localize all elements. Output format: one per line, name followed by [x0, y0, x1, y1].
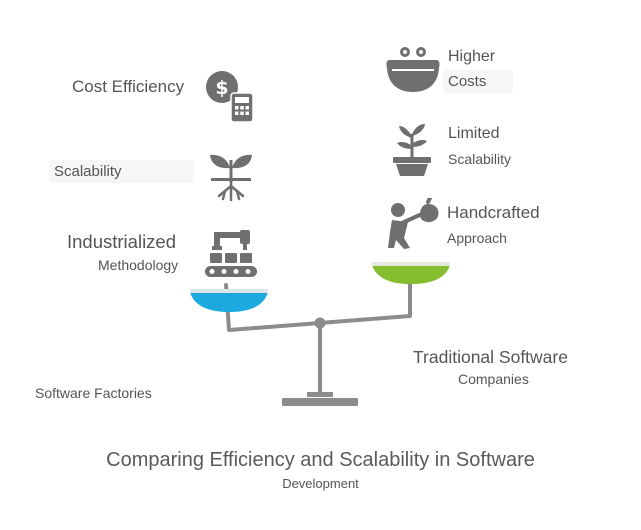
- benefit-methodology: Methodology: [98, 257, 179, 273]
- right-side-label-line1: Traditional Software: [413, 347, 568, 367]
- drawback-handcrafted: Handcrafted: [447, 203, 540, 222]
- left-side-label: Software Factories: [35, 385, 152, 401]
- left-pan: [190, 292, 268, 312]
- dollar-calculator-icon: $: [206, 71, 254, 123]
- drawback-costs: Costs: [443, 70, 513, 94]
- svg-text:$: $: [215, 77, 228, 99]
- drawback-limited: Limited: [448, 125, 500, 142]
- right-pan: [372, 265, 450, 284]
- benefit-industrialized: Industrialized: [67, 231, 177, 252]
- drawback-scalability: Scalability: [448, 151, 512, 167]
- drawback-approach: Approach: [447, 230, 507, 246]
- person-carrying-bundle-icon: [388, 198, 439, 249]
- benefit-scalability: Scalability: [49, 160, 194, 184]
- assembly-line-robot-icon: [205, 230, 257, 277]
- seedling-roots-icon: [210, 154, 252, 202]
- coin-purse-icon: [386, 47, 440, 92]
- diagram-title: Comparing Efficiency and Scalability in …: [106, 449, 535, 471]
- drawback-higher: Higher: [448, 48, 496, 65]
- benefit-cost-efficiency: Cost Efficiency: [72, 77, 185, 96]
- potted-plant-icon: [393, 124, 431, 176]
- diagram-subtitle: Development: [282, 476, 359, 491]
- right-side-label-line2: Companies: [458, 371, 529, 387]
